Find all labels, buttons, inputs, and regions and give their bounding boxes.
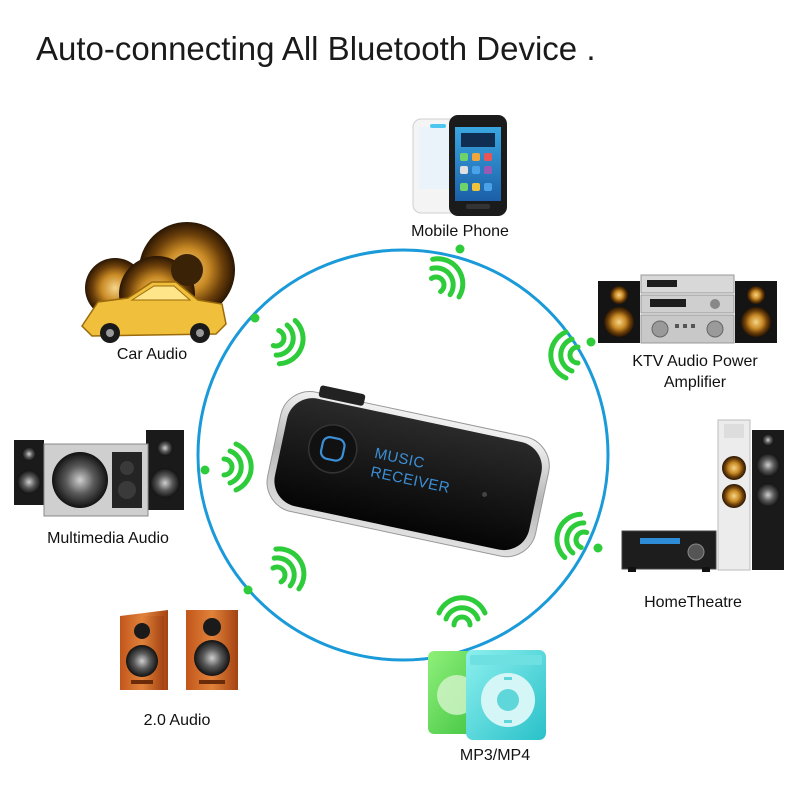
- multimedia-speakers-icon: [14, 430, 184, 517]
- signal-icon: [428, 256, 466, 300]
- device-label-mp3: MP3/MP4: [459, 747, 531, 764]
- page-title: Auto-connecting All Bluetooth Device .: [36, 30, 596, 67]
- car-speaker-icon: [81, 222, 235, 343]
- signal-icon: [221, 441, 254, 493]
- amplifier-icon: [598, 274, 777, 344]
- device-label-car-audio: Car Audio: [116, 346, 188, 363]
- device-label-ktv-line2: Amplifier: [663, 374, 727, 391]
- mp3-player-icon: [428, 650, 546, 740]
- power-icon: [319, 436, 346, 462]
- music-receiver: MUSIC RECEIVER: [266, 385, 550, 558]
- signal-icon: [548, 329, 581, 381]
- device-label-ktv-audio: KTV Audio Power Amplifier: [610, 351, 780, 393]
- device-label-mobile-phone: Mobile Phone: [411, 223, 509, 240]
- signal-icon: [436, 595, 488, 628]
- device-label-ktv-line1: KTV Audio Power: [632, 353, 758, 370]
- device-label-2-0-audio: 2.0 Audio: [143, 712, 211, 729]
- signal-icon: [270, 546, 307, 592]
- signal-icon: [270, 317, 306, 367]
- smartphone-icon: [412, 115, 507, 216]
- signal-icons: [221, 256, 590, 628]
- stereo-speakers-icon: [120, 610, 238, 690]
- connection-ring: [196, 248, 610, 662]
- device-label-home-theatre: HomeTheatre: [644, 594, 742, 611]
- receiver-button: [307, 424, 358, 474]
- home-theatre-icon: [621, 419, 784, 572]
- device-label-multimedia-audio: Multimedia Audio: [47, 530, 169, 547]
- signal-icon: [554, 511, 590, 561]
